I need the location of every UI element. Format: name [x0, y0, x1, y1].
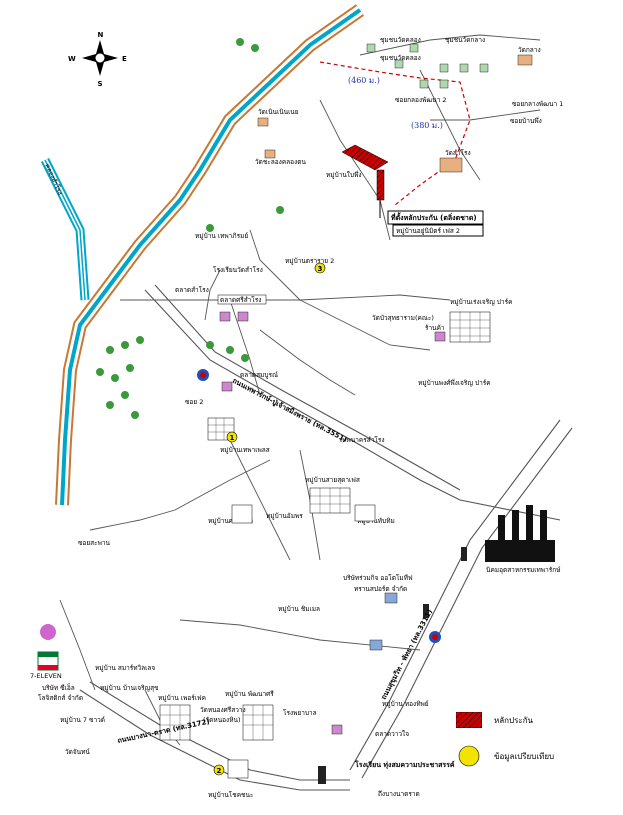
label-wat-klang: วัดกลาง: [518, 46, 541, 54]
site-label: ที่ตั้งหลักประกัน (ตลิ่งตชาด): [391, 211, 477, 222]
label-moo-thongthip: หมู่บ้าน ทองทิพย์: [382, 700, 429, 708]
label-talad-sumrong: ตลาดสำโรง: [175, 286, 209, 294]
label-moo-pong-phueng: หมู่บ้านพงศ์พึ่งเจริญ ปาร์ค: [418, 378, 491, 387]
label-wat-chaisri2: (วัดหนองหิน): [203, 716, 240, 724]
compass-n: N: [98, 31, 104, 39]
legend: หลักประกัน ข้อมูลเปรียบเทียบ: [456, 712, 616, 772]
label-company2: ทรานสปอร์ต จำกัด: [354, 585, 407, 593]
label-soi-2: ซอย 2: [185, 398, 203, 406]
label-moo-sinmolee: หมู่บ้าน ชิมเมล: [278, 605, 320, 613]
traffic-light-icons: [318, 547, 467, 784]
legend-info-swatch: [458, 745, 480, 767]
label-rong-rean-thung: โรงเรียน ทุ่งสมความประชาสรรค์: [354, 760, 455, 769]
label-khlong-pattana1: ซอยกลางพัฒนา 1: [512, 100, 563, 108]
info-marker-2[interactable]: 2: [213, 764, 225, 776]
label-khlong-pattana2: ซอยกลองพัฒนา 2: [395, 96, 447, 104]
label-seven: 7-ELEVEN: [30, 672, 62, 680]
label-soi-banpueng: ซอยบ้านพึ่ง: [510, 116, 542, 125]
label-company-siam2: โลจิสติกส์ จำกัด: [38, 694, 83, 702]
legend-info-label: ข้อมูลเปรียบเทียบ: [494, 751, 555, 761]
label-moo-samrong: หมู่บ้าน สมาร์ทวิลเลจ: [95, 664, 155, 672]
label-talad-sompong: ตลาดสมบูรณ์: [240, 371, 278, 379]
label-rong-phueng: ร้านค้า: [425, 324, 445, 332]
label-moo-bai-phueng: หมู่บ้านใบพึ่ง: [326, 170, 362, 179]
marker-1-label: 1: [230, 434, 235, 442]
compass-e: E: [122, 55, 127, 63]
legend-collateral-swatch: [456, 712, 482, 728]
label-thanon-main: ถนนเทพารักษ์-ปู่เจ้าสมิงพราย (ทล.3551): [231, 376, 349, 445]
label-moo-sai7: หมู่บ้าน 7 ซาวด์: [60, 716, 105, 724]
label-wat-sumrong: วัดสำโรง: [445, 149, 471, 157]
label-khlong-sumrong: คลองสำโรง: [43, 163, 64, 197]
road-network: [59, 34, 573, 791]
label-moo-wongwaen: หมู่บ้านศรีสมบัติ: [208, 517, 253, 525]
temple-icons: [257, 54, 533, 173]
legend-info-item: ข้อมูลเปรียบเทียบ: [458, 745, 554, 767]
label-road-sapan: ซอยสะพาน: [78, 539, 111, 547]
label-industry: นิคมอุตสาหกรรมเทพารักษ์: [486, 566, 561, 574]
label-talad-samrong2: ตลาดศรีสำโรง: [220, 296, 261, 304]
distance-380: (380 ม.): [411, 121, 443, 130]
label-moo-wat-thep: เทพนาครสำโรง: [340, 436, 385, 444]
marker-3-label: 3: [318, 265, 323, 273]
label-moo-ban-charoen: หมู่บ้าน บ้านเจริญสุข: [100, 684, 159, 692]
label-moo-wat-khlong2: ชุมชนวัดคลอง: [380, 54, 421, 62]
collateral-site: [341, 144, 484, 237]
compass-w: W: [68, 55, 76, 63]
label-moo-theparaks: หมู่บ้าน เทพาภิรมย์: [195, 232, 248, 240]
label-thanon-sukhumvit: ถนนสุขุมวิท - พัทยา (ทล.3311): [380, 608, 434, 701]
factory-icon: [485, 505, 555, 562]
label-company: บริษัทร่วมกิจ ออโตโมทีฟ: [343, 574, 413, 582]
label-company-siam: บริษัท ซีเอ็ล: [42, 683, 75, 692]
label-moo-sumrong-la: หมู่บ้านเทพาเพลส: [220, 446, 270, 454]
label-talad-samrong-nua: ตลาดวาวใจ: [375, 730, 409, 738]
legend-collateral-item: หลักประกัน: [456, 712, 533, 728]
label-moo-thada: หมู่บ้าน เพอร์เฟค: [158, 694, 206, 702]
site-moo-label: หมู่บ้านอยู่นิมิตร์ เฟส 2: [396, 227, 460, 235]
info-marker-3[interactable]: 3: [314, 262, 326, 274]
label-wat-noen: วัดเนินเนินเนย: [258, 108, 299, 116]
label-hospital: โรงพยาบาล: [283, 709, 317, 717]
compass-rose: N S E W: [68, 31, 127, 88]
label-sukhumvit-bottom: ถึงบางนาตราด: [378, 790, 420, 798]
label-wat-chaisri: วัดหนองศรีสวาง: [200, 706, 246, 714]
housing-grid-lines: [160, 312, 490, 740]
compass-s: S: [98, 80, 103, 88]
legend-collateral-label: หลักประกัน: [494, 715, 534, 725]
label-moo-wat-khlong: ชุมชนวัดคลอง: [380, 36, 421, 44]
seven-eleven-logo: [37, 651, 59, 671]
distance-460: (460 ม.): [348, 76, 380, 85]
canal: [40, 4, 365, 506]
label-moo-pattana: หมู่บ้าน พัฒนาศรี: [225, 690, 274, 698]
label-moo-tep-ngam: หมู่บ้านสายสุดาเฟส: [305, 476, 360, 484]
label-moo-wat-suthep: วัดบัวสุทธาราม(คณะ): [372, 314, 434, 322]
label-moo-theparaks2: หมู่บ้านตราราย 2: [285, 257, 334, 265]
info-marker-1[interactable]: 1: [226, 431, 238, 443]
tree-icons: [96, 38, 284, 419]
route-path: [319, 61, 471, 206]
label-wat-bang-khlong: วัดชะลองคลองตน: [255, 158, 306, 166]
label-moo-sinmai: หมู่บ้านอัมพร: [266, 512, 303, 520]
landmark-icons-misc: [40, 311, 446, 735]
label-moo-tanasub: หมู่บ้านโชคชนะ: [208, 791, 253, 799]
label-moo-tha: หมู่บ้านทับทิม: [357, 517, 395, 525]
label-moo-rong-phueng: หมู่บ้านเร่งเจริญ ปาร์ค: [450, 298, 512, 306]
label-wat-jantana: วัดจันทน์: [65, 748, 90, 756]
label-moo-wat-klang: ชุมชนวัดกลาง: [445, 36, 485, 44]
marker-2-label: 2: [217, 767, 222, 775]
label-rong-rean: โรงเรียนวัดสำโรง: [213, 266, 263, 274]
village-icons-top: [366, 43, 489, 89]
